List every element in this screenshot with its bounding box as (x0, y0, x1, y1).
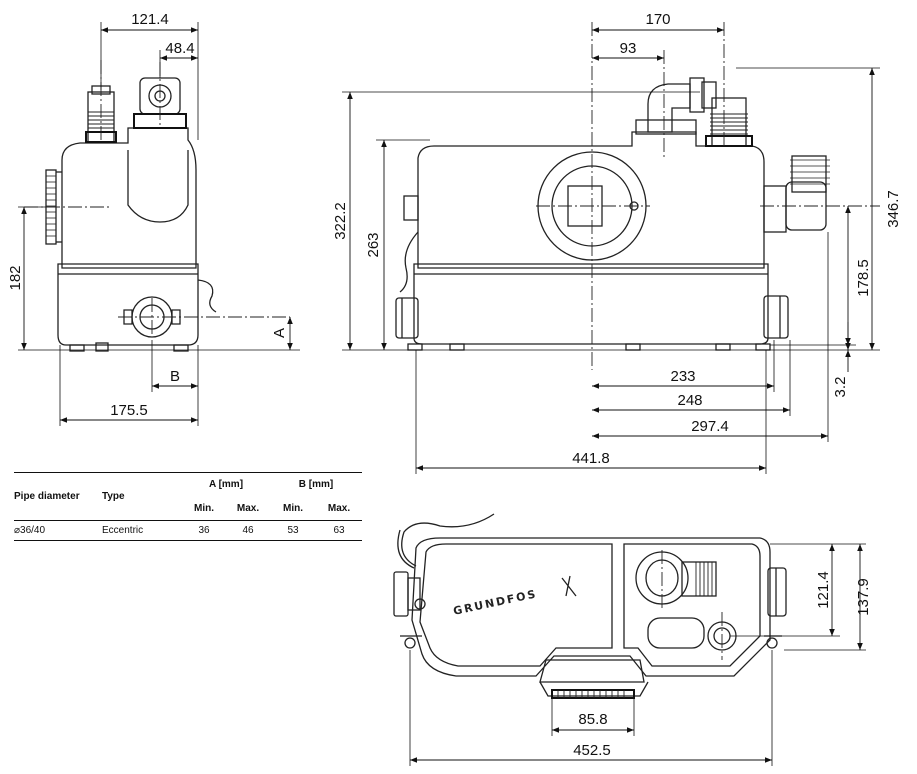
cell-a-max: 46 (242, 525, 254, 536)
table-row: ⌀36/40 Eccentric 36 46 53 63 (14, 521, 362, 541)
header-a-max: Max. (236, 502, 260, 514)
dim-front-bottom-297: 297.4 (691, 418, 729, 435)
header-b: B [mm] (298, 479, 334, 491)
brand-x-mark (561, 575, 577, 597)
dim-front-left-322: 322.2 (332, 202, 349, 240)
dim-side-width-bottom: 175.5 (110, 402, 148, 419)
header-a: A [mm] (208, 479, 244, 491)
brand-logo: GRUNDFOS (452, 587, 538, 618)
header-type: Type (102, 472, 182, 521)
dim-top-bottom-85: 85.8 (578, 711, 607, 728)
dim-side-height: 182 (7, 265, 24, 290)
header-pipe-diameter: Pipe diameter (14, 472, 102, 521)
dim-front-bottom-248: 248 (677, 392, 702, 409)
side-view: 121.4 48.4 182 A B 175.5 (7, 11, 300, 426)
dim-side-a: A (271, 328, 288, 338)
header-a-min: Min. (194, 502, 214, 514)
cell-pipe-diameter: ⌀36/40 (14, 525, 46, 536)
cell-b-min: 53 (287, 525, 299, 536)
dim-top-bottom-452: 452.5 (573, 742, 611, 759)
pipe-spec-table: Pipe diameter Type A [mm] B [mm] Min. Ma… (14, 472, 362, 541)
cell-type: Eccentric (102, 525, 144, 536)
dim-side-b: B (170, 368, 180, 385)
cell-b-max: 63 (333, 525, 345, 536)
dim-front-right-3-2: 3.2 (832, 377, 849, 398)
cell-a-min: 36 (198, 525, 210, 536)
front-view: 170 93 322.2 263 346.7 178.5 3.2 233 248… (332, 11, 902, 474)
dim-front-right-346: 346.7 (885, 190, 902, 228)
dim-top-right-137: 137.9 (855, 578, 872, 616)
dim-front-right-178: 178.5 (855, 259, 872, 297)
dim-front-bottom-441: 441.8 (572, 450, 610, 467)
dim-side-width-top: 121.4 (131, 11, 169, 28)
dim-front-top-93: 93 (620, 40, 637, 57)
dim-front-bottom-233: 233 (670, 368, 695, 385)
dim-front-left-263: 263 (365, 232, 382, 257)
dim-top-right-121: 121.4 (815, 571, 832, 609)
header-b-max: Max. (327, 502, 351, 514)
dim-side-outlet-offset: 48.4 (165, 40, 194, 57)
dim-front-top-170: 170 (645, 11, 670, 28)
header-b-min: Min. (283, 502, 303, 514)
top-view: GRUNDFOS 121.4 137.9 85.8 452.5 (393, 513, 872, 766)
